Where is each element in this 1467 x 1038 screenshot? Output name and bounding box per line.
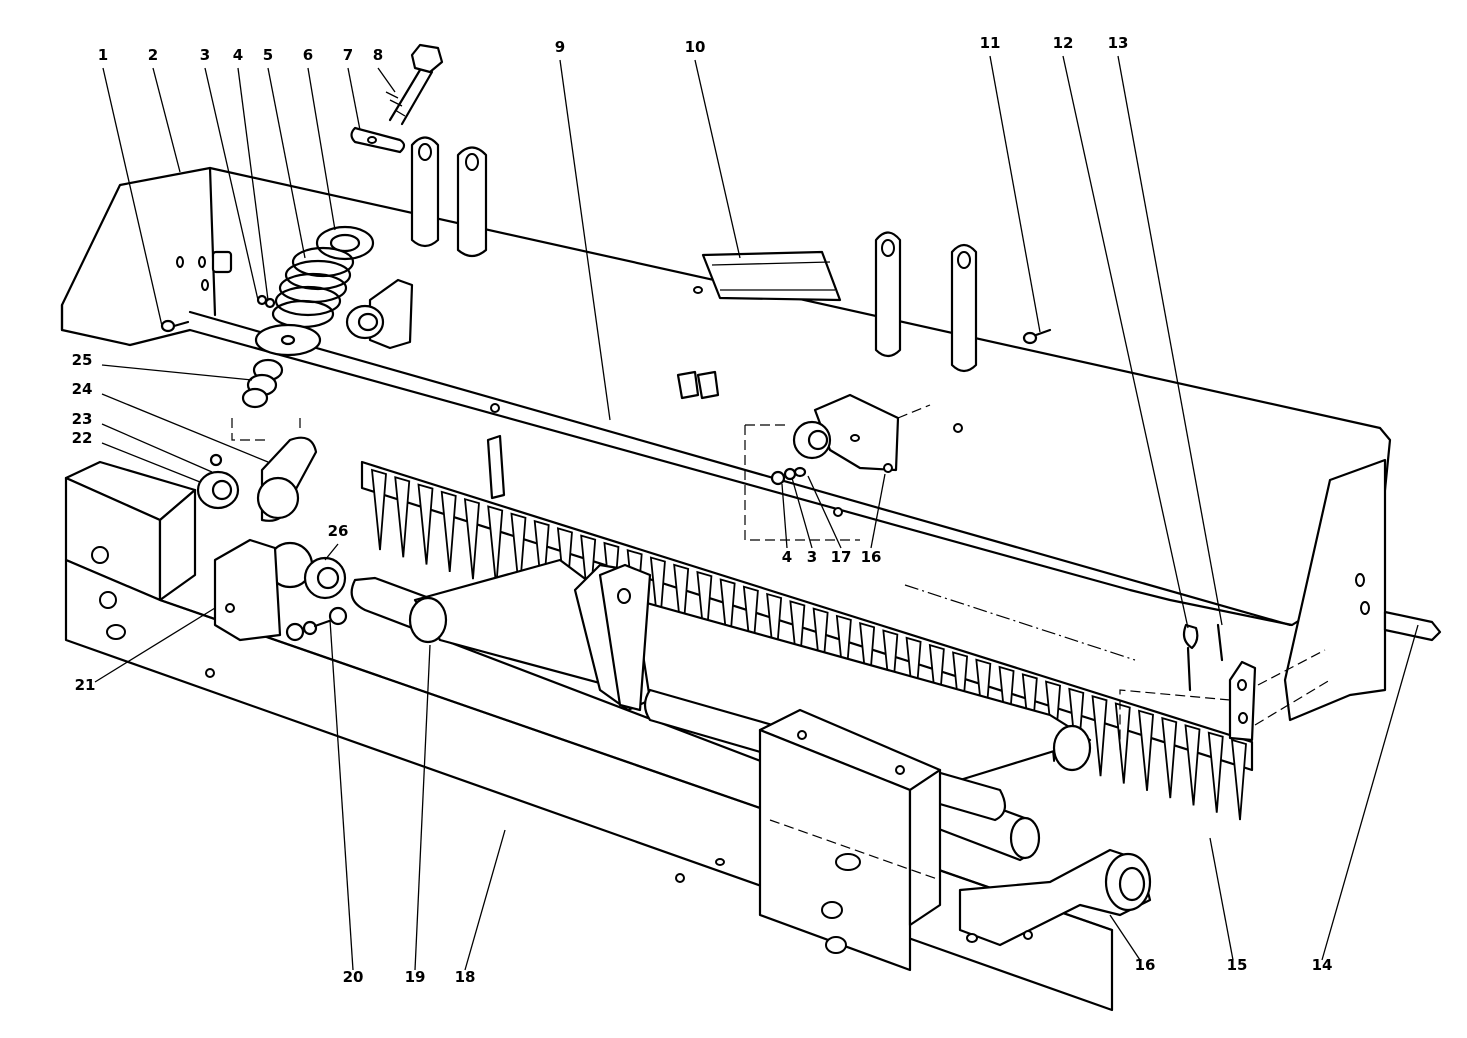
callout-label: 14 — [1312, 956, 1333, 974]
tine — [417, 483, 434, 565]
callout-leader-line — [1209, 837, 1234, 961]
tine — [1207, 731, 1224, 813]
callout-label: 16 — [1135, 956, 1156, 974]
callout-leader-line — [102, 67, 163, 327]
callout-leader-line — [807, 475, 842, 549]
callout-leader-line — [307, 67, 336, 231]
callout-leader-line — [152, 67, 181, 173]
callout-label: 11 — [980, 34, 1001, 52]
callout-label: 9 — [555, 38, 565, 56]
callout-label: 1 — [98, 46, 108, 64]
callout-label: 18 — [455, 968, 476, 986]
tine — [463, 497, 480, 580]
tine — [696, 570, 713, 653]
callout-label: 24 — [72, 380, 93, 398]
callout-leader-line — [101, 364, 253, 381]
callout-leader-line — [989, 55, 1041, 333]
callout-label: 10 — [685, 38, 706, 56]
spring-assembly — [254, 225, 375, 357]
callout-leader-line — [781, 483, 788, 549]
callout-leader-line — [267, 67, 306, 259]
callout-label: 15 — [1227, 956, 1248, 974]
callout-leader-line — [204, 67, 259, 301]
right-mount-bracket — [758, 708, 1152, 972]
callout-leader-line — [347, 67, 361, 131]
callout-leader-line — [329, 619, 354, 971]
callout-leader-line — [791, 477, 813, 549]
tine — [1230, 738, 1247, 821]
callout-label: 19 — [405, 968, 426, 986]
tine — [487, 505, 504, 587]
pin-and-bolt — [350, 43, 444, 154]
callout-leader-line — [377, 67, 396, 93]
callout-leader-line — [101, 423, 213, 473]
callout-leader-line — [101, 442, 201, 483]
callout-label: 6 — [303, 46, 313, 64]
tine — [394, 476, 411, 558]
callout-label: 3 — [200, 46, 210, 64]
callout-label: 3 — [807, 548, 817, 566]
lift-lugs — [410, 136, 978, 373]
fasteners — [160, 294, 1052, 500]
callout-leader-line — [94, 607, 216, 683]
tine — [1091, 694, 1108, 777]
callout-leader-line — [1117, 55, 1223, 626]
callout-label: 21 — [75, 676, 96, 694]
callout-label: 25 — [72, 351, 93, 369]
right-pins — [904, 584, 1442, 750]
tine — [1161, 716, 1178, 799]
callout-leader-line — [324, 543, 339, 561]
callout-label: 26 — [328, 522, 349, 540]
callout-leader-line — [694, 59, 741, 259]
callout-leader-line — [464, 829, 506, 971]
callout-label: 17 — [831, 548, 852, 566]
tine — [510, 512, 527, 594]
tine — [440, 490, 457, 572]
callout-label: 5 — [263, 46, 273, 64]
callout-leader-line — [1321, 624, 1419, 961]
callout-label: 23 — [72, 410, 93, 428]
tine — [1184, 724, 1201, 806]
callout-label: 20 — [343, 968, 364, 986]
callout-label: 4 — [782, 548, 792, 566]
tine — [673, 563, 690, 645]
callout-label: 13 — [1108, 34, 1129, 52]
tine — [370, 468, 387, 551]
tine — [719, 578, 736, 660]
callout-leader-line — [870, 473, 886, 549]
tine — [1114, 702, 1131, 784]
callout-label: 2 — [148, 46, 158, 64]
callout-leader-line — [1109, 914, 1141, 961]
tine — [812, 607, 829, 689]
callout-leader-line — [414, 644, 431, 971]
callout-leader-line — [559, 59, 611, 421]
callout-leader-line — [101, 393, 269, 463]
bearing-bracket-right — [744, 393, 931, 541]
tine — [789, 600, 806, 682]
bolt-20 — [285, 606, 348, 642]
tine — [649, 556, 666, 638]
callout-label: 7 — [343, 46, 353, 64]
callout-leader-line — [237, 67, 269, 301]
callout-label: 12 — [1053, 34, 1074, 52]
bearing-bracket-left — [345, 278, 414, 350]
callout-label: 16 — [861, 548, 882, 566]
callout-label: 22 — [72, 429, 93, 447]
tine — [766, 592, 783, 675]
callout-label: 8 — [373, 46, 383, 64]
tine — [742, 585, 759, 667]
tine — [1138, 709, 1154, 791]
nuts-and-collars — [196, 358, 347, 600]
callout-label: 4 — [233, 46, 243, 64]
callout-leader-line — [1062, 55, 1189, 629]
